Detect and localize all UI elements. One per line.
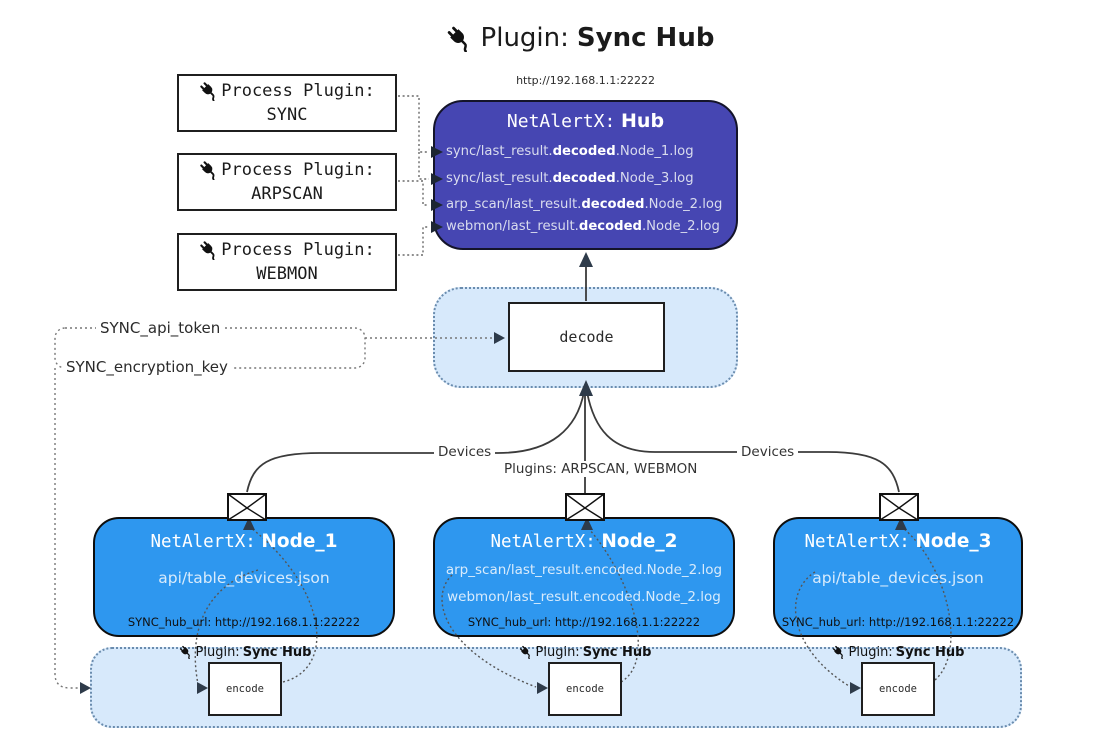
- encode-plugin-label: Plugin: Sync Hub: [170, 643, 320, 661]
- hub-log-line: sync/last_result.decoded.Node_1.log: [446, 144, 738, 159]
- log-post: .Node_3.log: [615, 171, 694, 186]
- hub-log-line: arp_scan/last_result.decoded.Node_2.log: [446, 197, 738, 212]
- node-footer: SYNC_hub_url: http://192.168.1.1:22222: [127, 615, 361, 629]
- plug-icon: [199, 160, 220, 180]
- process-plugin-name: SYNC: [266, 105, 308, 125]
- node-footer: SYNC_hub_url: http://192.168.1.1:22222: [781, 615, 1015, 629]
- process-plugin-box-arpscan: Process Plugin: ARPSCAN: [177, 153, 397, 211]
- node-title-name: Node_2: [601, 531, 678, 552]
- sync-api-token-label: SYNC_api_token: [96, 319, 225, 337]
- hub-log-line: webmon/last_result.decoded.Node_2.log: [446, 219, 738, 234]
- hub-url: http://192.168.1.1:22222: [516, 74, 655, 87]
- envelope-icon: [879, 493, 919, 521]
- title-name: Sync Hub: [576, 23, 715, 53]
- hub-title-name: Hub: [621, 110, 665, 132]
- process-plugin-name: WEBMON: [256, 264, 318, 284]
- process-plugin-label: Process Plugin:: [221, 160, 375, 180]
- node-footer: SYNC_hub_url: http://192.168.1.1:22222: [467, 615, 701, 629]
- diagram-title: Plugin: Sync Hub: [360, 16, 800, 60]
- encode-box: encode: [208, 662, 282, 716]
- encode-plugin-label: Plugin: Sync Hub: [823, 643, 973, 661]
- log-pre: sync/last_result.: [446, 144, 553, 159]
- log-pre: arp_scan/last_result.: [446, 197, 582, 212]
- encode-label-name: Sync Hub: [895, 644, 965, 660]
- node-title-prefix: NetAlertX:: [490, 532, 596, 552]
- hub-title-prefix: NetAlertX:: [506, 111, 616, 132]
- log-post: .Node_1.log: [615, 144, 694, 159]
- process-plugin-label: Process Plugin:: [221, 81, 375, 101]
- encode-label-prefix: Plugin:: [535, 644, 580, 660]
- log-post: .Node_2.log: [644, 197, 723, 212]
- node-title-node-2: NetAlertX: Node_2: [433, 531, 735, 552]
- node-file: api/table_devices.json: [812, 569, 984, 587]
- process-plugin-name: ARPSCAN: [251, 184, 323, 204]
- envelope-icon: [565, 493, 605, 521]
- plug-icon: [199, 240, 220, 260]
- devices-label-right: Devices: [737, 444, 799, 460]
- node-title-prefix: NetAlertX:: [804, 532, 910, 552]
- title-prefix: Plugin:: [480, 23, 569, 53]
- log-pre: webmon/last_result.: [446, 219, 579, 234]
- process-plugin-label: Process Plugin:: [221, 240, 375, 260]
- hub-title: NetAlertX: Hub: [433, 110, 738, 132]
- node-file: webmon/last_result.encoded.Node_2.log: [447, 589, 721, 605]
- sync-encryption-key-label: SYNC_encryption_key: [62, 358, 232, 376]
- node-file: api/table_devices.json: [158, 569, 330, 587]
- node-title-prefix: NetAlertX:: [150, 532, 256, 552]
- encode-label-prefix: Plugin:: [848, 644, 893, 660]
- log-bold: decoded: [552, 171, 616, 186]
- node-file: arp_scan/last_result.encoded.Node_2.log: [445, 562, 723, 578]
- encode-plugin-label: Plugin: Sync Hub: [510, 643, 660, 661]
- envelope-icon: [227, 493, 267, 521]
- encode-box: encode: [548, 662, 622, 716]
- node-title-name: Node_3: [915, 531, 992, 552]
- log-bold: decoded: [581, 197, 645, 212]
- node-title-name: Node_1: [261, 531, 338, 552]
- plugins-label: Plugins: ARPSCAN, WEBMON: [500, 461, 702, 477]
- devices-label-left: Devices: [434, 444, 496, 460]
- log-pre: sync/last_result.: [446, 171, 553, 186]
- plug-icon: [518, 645, 533, 659]
- plug-icon: [831, 645, 846, 659]
- decode-box: decode: [508, 302, 665, 372]
- plug-icon: [178, 645, 193, 659]
- log-post: .Node_2.log: [641, 219, 720, 234]
- process-plugin-box-sync: Process Plugin: SYNC: [177, 74, 397, 132]
- hub-box: [433, 100, 738, 250]
- encode-label-name: Sync Hub: [582, 644, 652, 660]
- hub-log-line: sync/last_result.decoded.Node_3.log: [446, 171, 738, 186]
- plug-icon: [199, 81, 220, 101]
- log-bold: decoded: [552, 144, 616, 159]
- process-plugin-box-webmon: Process Plugin: WEBMON: [177, 233, 397, 291]
- node-title-node-1: NetAlertX: Node_1: [93, 531, 395, 552]
- encode-box: encode: [861, 662, 935, 716]
- plug-icon: [445, 24, 473, 52]
- encode-label-name: Sync Hub: [242, 644, 312, 660]
- encode-label-prefix: Plugin:: [195, 644, 240, 660]
- log-bold: decoded: [578, 219, 642, 234]
- node-title-node-3: NetAlertX: Node_3: [773, 531, 1023, 552]
